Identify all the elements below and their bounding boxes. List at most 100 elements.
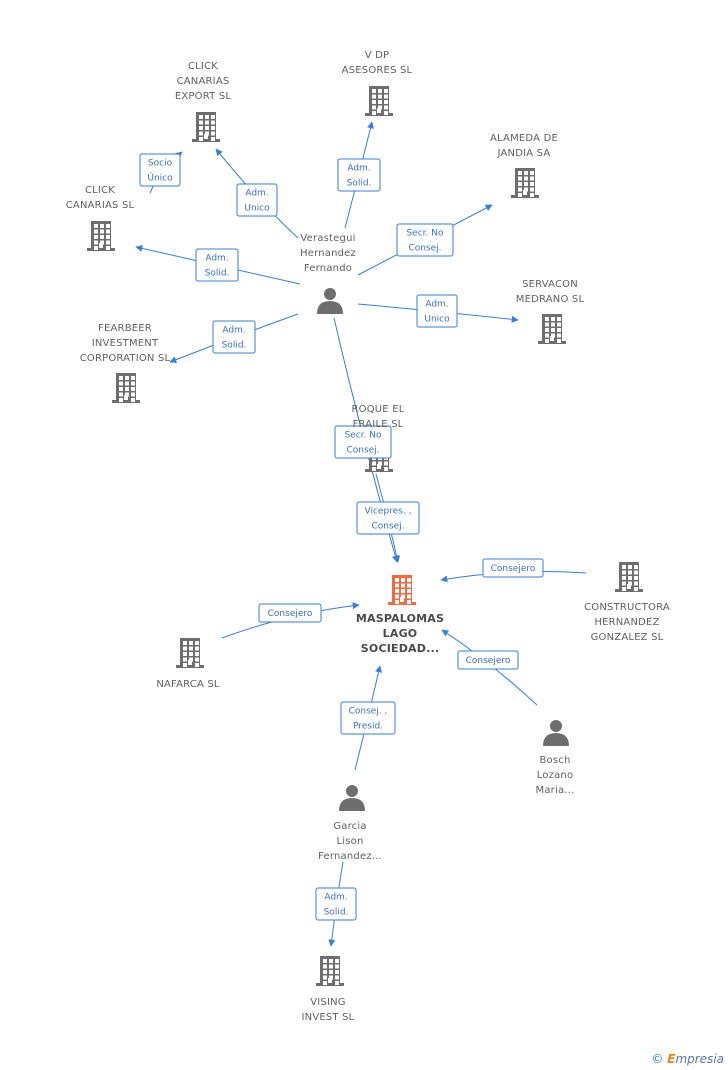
bosch-label[interactable]: Bosch	[539, 755, 570, 766]
edge-label-verastegui-to-alameda[interactable]: Secr. No Consej.	[396, 223, 454, 257]
edge-label-text: Solid.	[347, 179, 372, 189]
maspalomas-building-icon[interactable]	[388, 575, 416, 605]
edge-label-text: Adm.	[205, 254, 228, 264]
edge-label-text: Consejero	[466, 656, 511, 666]
verastegui-label[interactable]: Fernando	[304, 263, 352, 274]
copyright-symbol: ©	[651, 1052, 664, 1066]
edge-label-box	[212, 320, 256, 354]
edge-label-box	[396, 223, 454, 257]
garcia-label[interactable]: Fernandez...	[318, 851, 382, 862]
edge-label-garcia-to-vising[interactable]: Adm. Solid.	[315, 887, 357, 921]
fearbeer-label[interactable]: CORPORATION SL	[80, 353, 171, 364]
edge-label-box	[315, 887, 357, 921]
roque-label[interactable]: FRAILE SL	[353, 419, 404, 430]
vising-label[interactable]: VISING	[310, 997, 346, 1008]
edge-label-verastegui-to-vdp[interactable]: Adm.Solid.	[337, 158, 381, 192]
garcia-person-icon[interactable]	[339, 785, 365, 811]
garcia-label[interactable]: Garcia	[333, 821, 366, 832]
alameda-building-icon[interactable]	[511, 168, 539, 198]
verastegui-label[interactable]: Verastegui	[300, 233, 355, 244]
servacon-label[interactable]: MEDRANO SL	[516, 294, 585, 305]
edge-label-text: Solid.	[324, 908, 349, 918]
edge-label-box	[482, 558, 544, 578]
edge-label-box	[457, 650, 519, 670]
edge-label-box	[340, 701, 396, 735]
edge-label-box	[356, 501, 420, 535]
footer-brand[interactable]: © Empresia	[651, 1052, 724, 1066]
edge-label-text: Vicepres. ,	[365, 507, 412, 517]
nafarca-label[interactable]: NAFARCA SL	[156, 679, 220, 690]
fearbeer-label[interactable]: INVESTMENT	[92, 338, 159, 349]
edge-label-text: Adm.	[222, 326, 245, 336]
edge-label-box	[337, 158, 381, 192]
bosch-person-icon[interactable]	[543, 720, 569, 746]
edge-label-text: Adm.	[324, 893, 347, 903]
edge-label-box	[334, 425, 392, 459]
edge-label-verastegui-to-maspalomas[interactable]: Secr. No Consej.	[334, 425, 392, 459]
edge-label-text: Unico	[424, 315, 450, 325]
edge-label-text: Presid.	[353, 722, 383, 732]
edge-label-verastegui-to-click-export[interactable]: Adm. Unico	[236, 183, 278, 217]
edge-label-text: Consejero	[491, 564, 536, 574]
edge-label-text: Consej.	[371, 522, 404, 532]
edge-label-roque-to-maspalomas[interactable]: Vicepres. , Consej.	[356, 501, 420, 535]
edge-label-text: Secr. No	[406, 229, 444, 239]
click-export-label[interactable]: CLICK	[188, 61, 218, 72]
click-canarias-label[interactable]: CLICK	[85, 185, 115, 196]
edge-label-garcia-to-maspalomas[interactable]: Consej. , Presid.	[340, 701, 396, 735]
edge-label-constructora-to-maspalomas[interactable]: Consejero	[482, 558, 544, 578]
brand-name: mpresia	[675, 1052, 724, 1066]
alameda-label[interactable]: JANDIA SA	[497, 148, 551, 159]
garcia-label[interactable]: Lison	[336, 836, 363, 847]
edge-label-text: Unico	[244, 204, 270, 214]
click-canarias-label[interactable]: CANARIAS SL	[66, 200, 135, 211]
edge-label-text: Adm.	[425, 300, 448, 310]
edge-label-text: Solid.	[205, 269, 230, 279]
bosch-label[interactable]: Lozano	[537, 770, 574, 781]
edge-label-box	[258, 603, 322, 623]
constructora-label[interactable]: CONSTRUCTORA	[584, 602, 670, 613]
edge-label-text: Consej. ,	[349, 707, 388, 717]
servacon-building-icon[interactable]	[538, 314, 566, 344]
edge-label-verastegui-to-fearbeer[interactable]: Adm.Solid.	[212, 320, 256, 354]
constructora-building-icon[interactable]	[615, 562, 643, 592]
click-canarias-building-icon[interactable]	[87, 221, 115, 251]
click-export-label[interactable]: CANARIAS	[177, 76, 230, 87]
edge-label-text: Único	[147, 172, 173, 184]
edge-label-text: Consej.	[346, 446, 379, 456]
edge-label-nafarca-to-maspalomas[interactable]: Consejero	[258, 603, 322, 623]
vising-building-icon[interactable]	[316, 956, 344, 986]
edge-label-text: Socio	[148, 159, 173, 169]
fearbeer-building-icon[interactable]	[112, 373, 140, 403]
vdp-label[interactable]: V DP	[365, 50, 390, 61]
vdp-building-icon[interactable]	[365, 86, 393, 116]
maspalomas-label[interactable]: LAGO	[383, 627, 418, 640]
edge-label-bosch-to-maspalomas[interactable]: Consejero	[457, 650, 519, 670]
bosch-label[interactable]: Maria...	[536, 785, 575, 796]
servacon-label[interactable]: SERVACON	[522, 279, 578, 290]
edge-label-text: Consej.	[408, 244, 441, 254]
brand-first-letter: E	[667, 1052, 676, 1066]
verastegui-label[interactable]: Hernandez	[300, 248, 356, 259]
vising-label[interactable]: INVEST SL	[302, 1012, 355, 1023]
edge-label-text: Secr. No	[344, 431, 382, 441]
fearbeer-label[interactable]: FEARBEER	[98, 323, 152, 334]
click-export-label[interactable]: EXPORT SL	[175, 91, 232, 102]
roque-label[interactable]: ROQUE EL	[352, 404, 405, 415]
constructora-label[interactable]: HERNANDEZ	[594, 617, 659, 628]
edge-label-verastegui-to-servacon[interactable]: Adm. Unico	[416, 294, 458, 328]
edge-label-box	[236, 183, 278, 217]
edge-label-text: Adm.	[245, 189, 268, 199]
nafarca-building-icon[interactable]	[176, 638, 204, 668]
alameda-label[interactable]: ALAMEDA DE	[490, 133, 558, 144]
click-export-building-icon[interactable]	[192, 112, 220, 142]
constructora-label[interactable]: GONZALEZ SL	[591, 632, 664, 643]
maspalomas-label[interactable]: SOCIEDAD...	[361, 642, 439, 655]
edge-label-text: Consejero	[268, 609, 313, 619]
vdp-label[interactable]: ASESORES SL	[342, 65, 413, 76]
maspalomas-label[interactable]: MASPALOMAS	[356, 612, 444, 625]
verastegui-person-icon[interactable]	[317, 288, 343, 314]
edge-label-verastegui-to-click-canarias[interactable]: Adm. Solid.	[195, 248, 239, 282]
